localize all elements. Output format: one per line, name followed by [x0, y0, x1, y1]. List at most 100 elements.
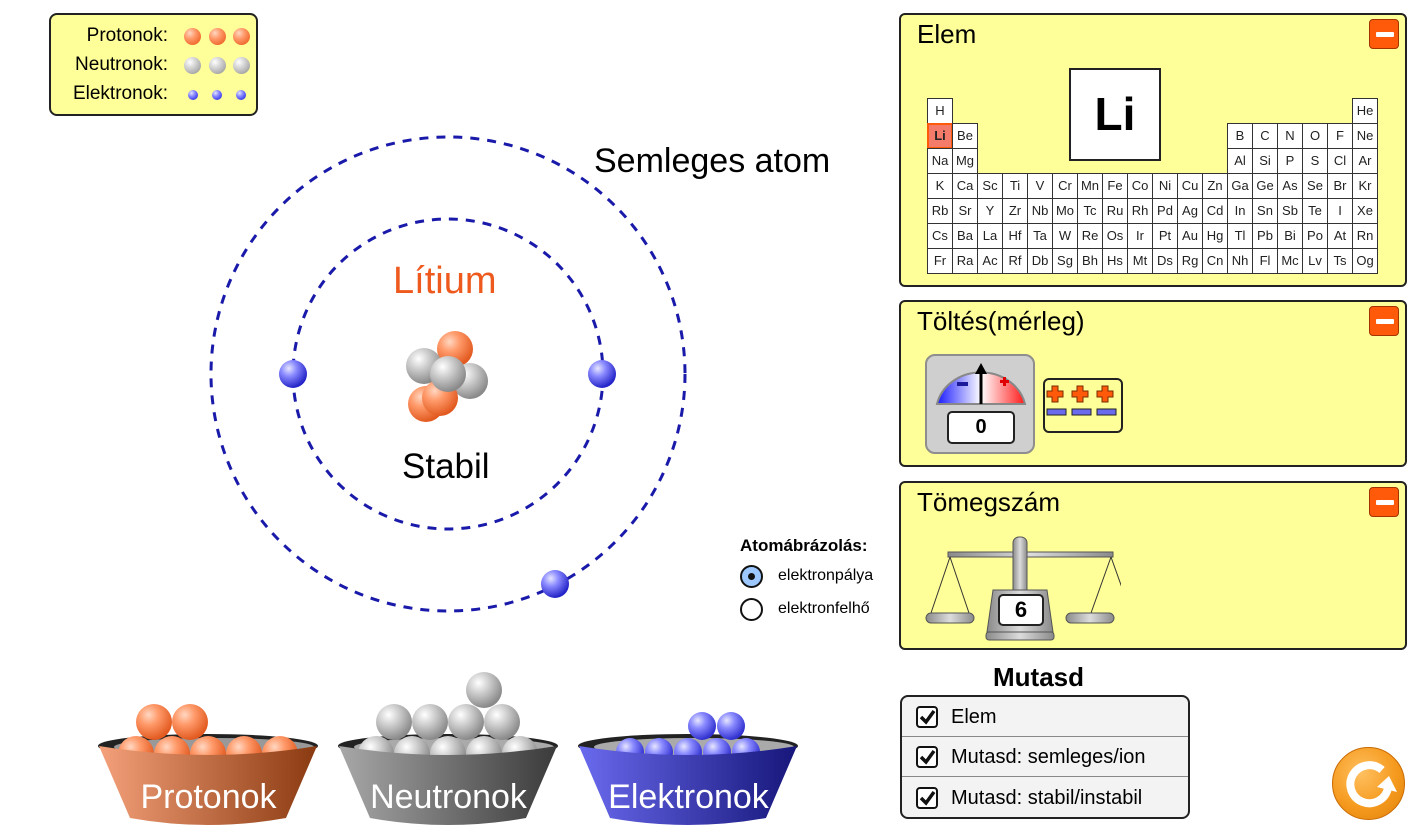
element-cell-kr[interactable]: Kr — [1352, 173, 1378, 199]
element-cell-te[interactable]: Te — [1302, 198, 1328, 224]
radio-button-selected[interactable] — [740, 565, 763, 588]
element-cell-v[interactable]: V — [1027, 173, 1053, 199]
element-cell-cn[interactable]: Cn — [1202, 248, 1228, 274]
element-cell-y[interactable]: Y — [977, 198, 1003, 224]
neutron-bucket-graphic[interactable] — [336, 670, 561, 825]
element-cell-hf[interactable]: Hf — [1002, 223, 1028, 249]
element-cell-lv[interactable]: Lv — [1302, 248, 1328, 274]
nucleus[interactable] — [406, 331, 488, 422]
element-cell-li[interactable]: Li — [927, 123, 953, 149]
element-cell-sg[interactable]: Sg — [1052, 248, 1078, 274]
electron-bucket[interactable]: Elektronok — [576, 690, 801, 830]
radio-cloud-option[interactable]: elektronfelhő — [740, 596, 900, 622]
minimize-button[interactable] — [1369, 19, 1399, 49]
element-cell-tl[interactable]: Tl — [1227, 223, 1253, 249]
element-cell-p[interactable]: P — [1277, 148, 1303, 174]
element-cell-zn[interactable]: Zn — [1202, 173, 1228, 199]
element-cell-sr[interactable]: Sr — [952, 198, 978, 224]
element-cell-pt[interactable]: Pt — [1152, 223, 1178, 249]
element-cell-ca[interactable]: Ca — [952, 173, 978, 199]
element-cell-se[interactable]: Se — [1302, 173, 1328, 199]
element-cell-n[interactable]: N — [1277, 123, 1303, 149]
element-cell-tc[interactable]: Tc — [1077, 198, 1103, 224]
proton-bucket-graphic[interactable] — [96, 690, 321, 830]
element-cell-hs[interactable]: Hs — [1102, 248, 1128, 274]
element-cell-al[interactable]: Al — [1227, 148, 1253, 174]
show-option-label[interactable]: Mutasd: stabil/instabil — [951, 787, 1143, 809]
element-cell-co[interactable]: Co — [1127, 173, 1153, 199]
minimize-button[interactable] — [1369, 487, 1399, 517]
element-cell-fl[interactable]: Fl — [1252, 248, 1278, 274]
element-cell-o[interactable]: O — [1302, 123, 1328, 149]
element-cell-c[interactable]: C — [1252, 123, 1278, 149]
element-cell-la[interactable]: La — [977, 223, 1003, 249]
reset-button[interactable] — [1332, 747, 1405, 820]
element-cell-rf[interactable]: Rf — [1002, 248, 1028, 274]
element-cell-po[interactable]: Po — [1302, 223, 1328, 249]
element-cell-cr[interactable]: Cr — [1052, 173, 1078, 199]
nucleus-neutron[interactable] — [430, 356, 466, 392]
element-cell-s[interactable]: S — [1302, 148, 1328, 174]
element-cell-h[interactable]: H — [927, 98, 953, 124]
element-cell-mg[interactable]: Mg — [952, 148, 978, 174]
element-cell-fe[interactable]: Fe — [1102, 173, 1128, 199]
element-cell-ds[interactable]: Ds — [1152, 248, 1178, 274]
element-cell-mn[interactable]: Mn — [1077, 173, 1103, 199]
radio-label[interactable]: elektronpálya — [778, 567, 874, 584]
element-cell-be[interactable]: Be — [952, 123, 978, 149]
element-cell-ge[interactable]: Ge — [1252, 173, 1278, 199]
show-option-label[interactable]: Elem — [951, 706, 997, 728]
element-cell-rn[interactable]: Rn — [1352, 223, 1378, 249]
element-cell-ac[interactable]: Ac — [977, 248, 1003, 274]
element-cell-he[interactable]: He — [1352, 98, 1378, 124]
element-cell-sb[interactable]: Sb — [1277, 198, 1303, 224]
element-cell-k[interactable]: K — [927, 173, 953, 199]
element-cell-in[interactable]: In — [1227, 198, 1253, 224]
element-cell-ti[interactable]: Ti — [1002, 173, 1028, 199]
proton-bucket[interactable]: Protonok — [96, 690, 321, 830]
radio-orbit-option[interactable]: elektronpálya — [740, 563, 900, 589]
element-cell-zr[interactable]: Zr — [1002, 198, 1028, 224]
element-cell-ts[interactable]: Ts — [1327, 248, 1353, 274]
element-cell-rb[interactable]: Rb — [927, 198, 953, 224]
element-cell-rh[interactable]: Rh — [1127, 198, 1153, 224]
element-cell-pd[interactable]: Pd — [1152, 198, 1178, 224]
show-option-neutral-ion[interactable]: Mutasd: semleges/ion — [902, 737, 1188, 777]
element-cell-fr[interactable]: Fr — [927, 248, 953, 274]
checkbox-checked[interactable] — [916, 746, 938, 768]
minimize-button[interactable] — [1369, 306, 1399, 336]
electron[interactable] — [588, 360, 616, 388]
element-cell-db[interactable]: Db — [1027, 248, 1053, 274]
element-cell-ta[interactable]: Ta — [1027, 223, 1053, 249]
element-cell-og[interactable]: Og — [1352, 248, 1378, 274]
element-cell-b[interactable]: B — [1227, 123, 1253, 149]
element-cell-ar[interactable]: Ar — [1352, 148, 1378, 174]
element-cell-rg[interactable]: Rg — [1177, 248, 1203, 274]
element-cell-cl[interactable]: Cl — [1327, 148, 1353, 174]
element-cell-na[interactable]: Na — [927, 148, 953, 174]
electron[interactable] — [279, 360, 307, 388]
show-option-element[interactable]: Elem — [902, 697, 1188, 737]
element-cell-si[interactable]: Si — [1252, 148, 1278, 174]
checkbox-checked[interactable] — [916, 706, 938, 728]
element-cell-ir[interactable]: Ir — [1127, 223, 1153, 249]
element-cell-ra[interactable]: Ra — [952, 248, 978, 274]
element-cell-w[interactable]: W — [1052, 223, 1078, 249]
radio-label[interactable]: elektronfelhő — [778, 600, 870, 617]
element-cell-ru[interactable]: Ru — [1102, 198, 1128, 224]
element-cell-mt[interactable]: Mt — [1127, 248, 1153, 274]
element-cell-pb[interactable]: Pb — [1252, 223, 1278, 249]
element-cell-br[interactable]: Br — [1327, 173, 1353, 199]
element-cell-ga[interactable]: Ga — [1227, 173, 1253, 199]
element-cell-i[interactable]: I — [1327, 198, 1353, 224]
element-cell-xe[interactable]: Xe — [1352, 198, 1378, 224]
element-cell-bi[interactable]: Bi — [1277, 223, 1303, 249]
element-cell-ne[interactable]: Ne — [1352, 123, 1378, 149]
element-cell-sc[interactable]: Sc — [977, 173, 1003, 199]
element-cell-bh[interactable]: Bh — [1077, 248, 1103, 274]
element-cell-mo[interactable]: Mo — [1052, 198, 1078, 224]
show-option-label[interactable]: Mutasd: semleges/ion — [951, 746, 1146, 768]
element-cell-as[interactable]: As — [1277, 173, 1303, 199]
element-cell-sn[interactable]: Sn — [1252, 198, 1278, 224]
electron[interactable] — [541, 570, 569, 598]
